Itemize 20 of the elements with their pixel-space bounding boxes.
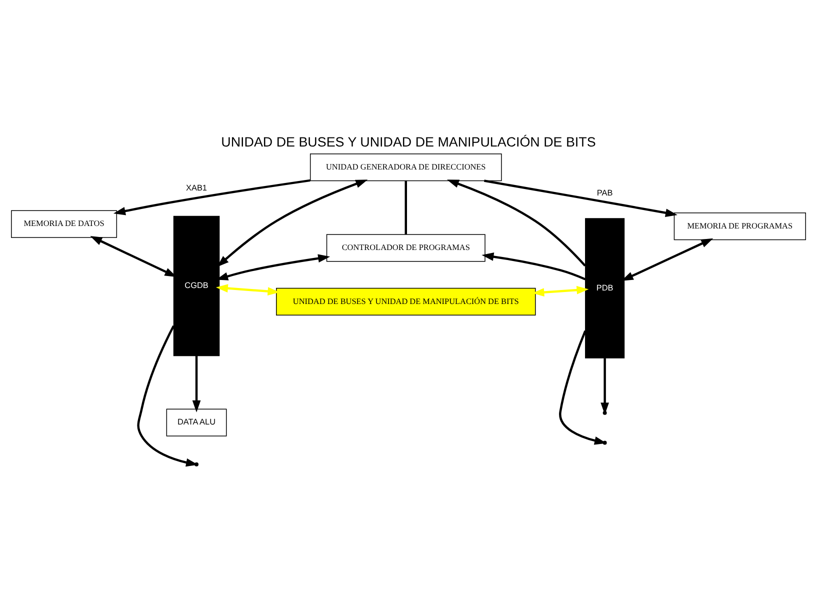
- arrow: [446, 180, 586, 266]
- arrow: [484, 180, 678, 217]
- node-box: CGDB: [173, 216, 220, 356]
- arrow: [216, 284, 280, 296]
- node-box: MEMORIA DE PROGRAMAS: [674, 212, 806, 240]
- edge-label: XAB1: [186, 183, 208, 192]
- arrow: [532, 286, 589, 296]
- node-box: PDB: [585, 218, 625, 358]
- node-box: DATA ALU: [166, 408, 227, 436]
- connector: [404, 180, 407, 234]
- arrow: [113, 179, 310, 216]
- arrow: [192, 356, 201, 412]
- edge-label: PAB: [596, 188, 613, 198]
- node-box: UNIDAD GENERADORA DE DIRECCIONES: [310, 154, 502, 182]
- node-box: CONTROLADOR DE PROGRAMAS: [326, 234, 486, 262]
- arrow: [482, 252, 586, 280]
- node-box: UNIDAD DE BUSES Y UNIDAD DE MANIPULACIÓN DE BITS: [276, 288, 536, 316]
- diagram-title: UNIDAD DE BUSES Y UNIDAD DE MANIPULACIÓN DE BITS: [221, 134, 596, 150]
- node-box: MEMORIA DE DATOS: [11, 210, 118, 238]
- arrow: [216, 180, 368, 268]
